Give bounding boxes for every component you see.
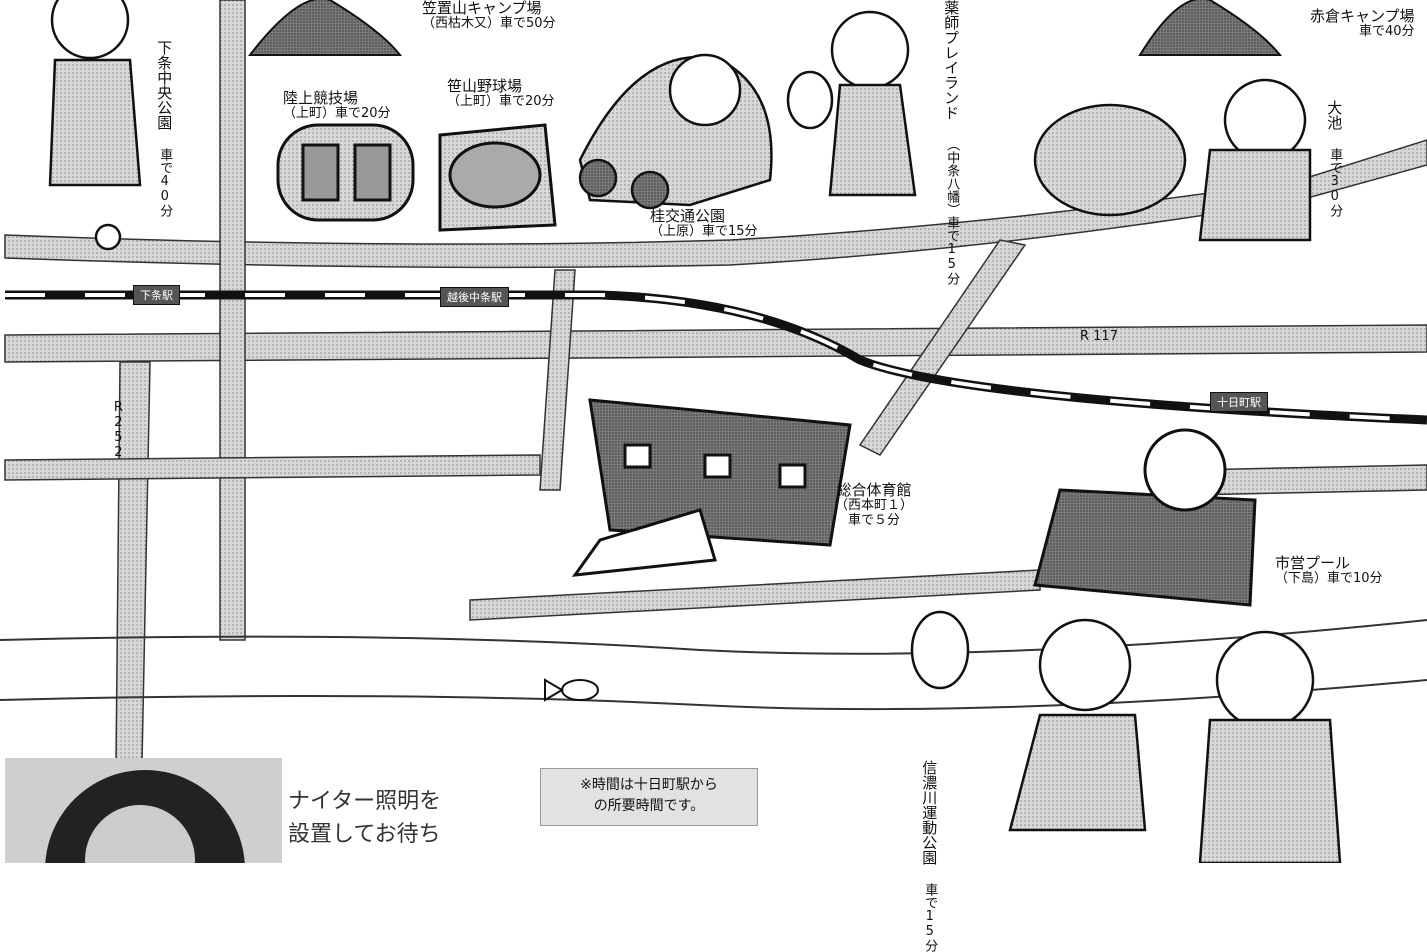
river — [0, 619, 1427, 711]
label-yakushi: 薬師プレイランド （中条八幡）車で15分 — [942, 0, 961, 285]
road-label-r117: R 117 — [1080, 329, 1118, 344]
place-name: 総合体育館 — [836, 481, 912, 499]
place-detail: 車で30分 — [1327, 148, 1343, 217]
place-name: 陸上競技場 — [283, 89, 359, 107]
place-name: 笹山野球場 — [447, 77, 523, 95]
place-detail: （上原）車で15分 — [650, 224, 758, 240]
tennis-icon — [786, 10, 917, 197]
station-shimojo: 下条駅 — [133, 285, 180, 305]
place-name: 笠置山キャンプ場 — [422, 0, 542, 17]
pool-icon — [1033, 428, 1257, 607]
tent-icon — [247, 0, 1283, 56]
portrait-photo — [5, 758, 282, 863]
map-drawing — [0, 0, 1427, 863]
place-name: 薬師プレイランド — [942, 0, 961, 120]
label-kasagai-camp: 笠置山キャンプ場 （西枯木又）車で50分 — [422, 0, 556, 32]
label-rikujo: 陸上競技場 （上町）車で20分 — [283, 89, 391, 122]
station-echigo: 越後中条駅 — [440, 287, 509, 307]
place-detail: （上町）車で20分 — [283, 106, 391, 122]
label-sasayama: 笹山野球場 （上町）車で20分 — [447, 77, 555, 110]
nighter-line: 設置してお待ち — [288, 822, 441, 847]
place-detail: （下島）車で10分 — [1275, 571, 1383, 587]
place-detail: 車で５分 — [848, 513, 901, 529]
place-detail: （西本町１） — [835, 498, 914, 514]
station-tokamachi: 十日町駅 — [1210, 392, 1268, 412]
place-name: 下条中央公園 — [155, 40, 174, 130]
label-oike: 大池 車で30分 — [1325, 100, 1344, 240]
time-note: ※時間は十日町駅から の所要時間です。 — [540, 768, 758, 826]
nighter-text: ナイター照明を 設置してお待ち — [288, 785, 441, 851]
label-gym: 総合体育館 （西本町１） 車で５分 — [835, 481, 914, 529]
place-detail: 車で15分 — [922, 883, 938, 952]
baseball-player-icon — [910, 610, 1342, 863]
place-name: 赤倉キャンプ場 — [1310, 7, 1415, 25]
place-name: 市営プール — [1275, 554, 1351, 572]
note-line: の所要時間です。 — [593, 798, 705, 814]
label-pool: 市営プール （下島）車で10分 — [1275, 554, 1383, 587]
baseball-field-icon — [438, 123, 557, 232]
note-line: ※時間は十日町駅から — [580, 777, 718, 793]
fish-icon — [544, 678, 599, 702]
place-detail: 車で40分 — [1359, 24, 1415, 40]
label-akakura: 赤倉キャンプ場 車で40分 — [1310, 7, 1415, 40]
place-name: 大池 — [1325, 100, 1344, 130]
label-katsura: 桂交通公園 （上原）車で15分 — [650, 207, 758, 240]
golf-icon — [48, 0, 142, 251]
gymnasium-icon — [571, 398, 852, 577]
railway — [5, 290, 1427, 425]
place-detail: （上町）車で20分 — [447, 94, 555, 110]
go-kart-icon — [578, 53, 773, 210]
place-name: 信濃川運動公園 — [920, 760, 939, 865]
track-icon — [276, 123, 415, 222]
nighter-line: ナイター照明を — [288, 789, 442, 814]
label-shinano: 信濃川運動公園 車で15分 — [920, 760, 938, 952]
place-name: 桂交通公園 — [650, 207, 726, 225]
place-detail: （西枯木又）車で50分 — [422, 16, 556, 32]
label-shimojo-park: 下条中央公園 車で40分 — [155, 40, 174, 217]
road-label-r252: R252 — [110, 400, 126, 460]
lake — [1033, 78, 1312, 242]
place-detail: 車で40分 — [157, 148, 173, 217]
place-detail: （中条八幡）車で15分 — [944, 138, 960, 285]
